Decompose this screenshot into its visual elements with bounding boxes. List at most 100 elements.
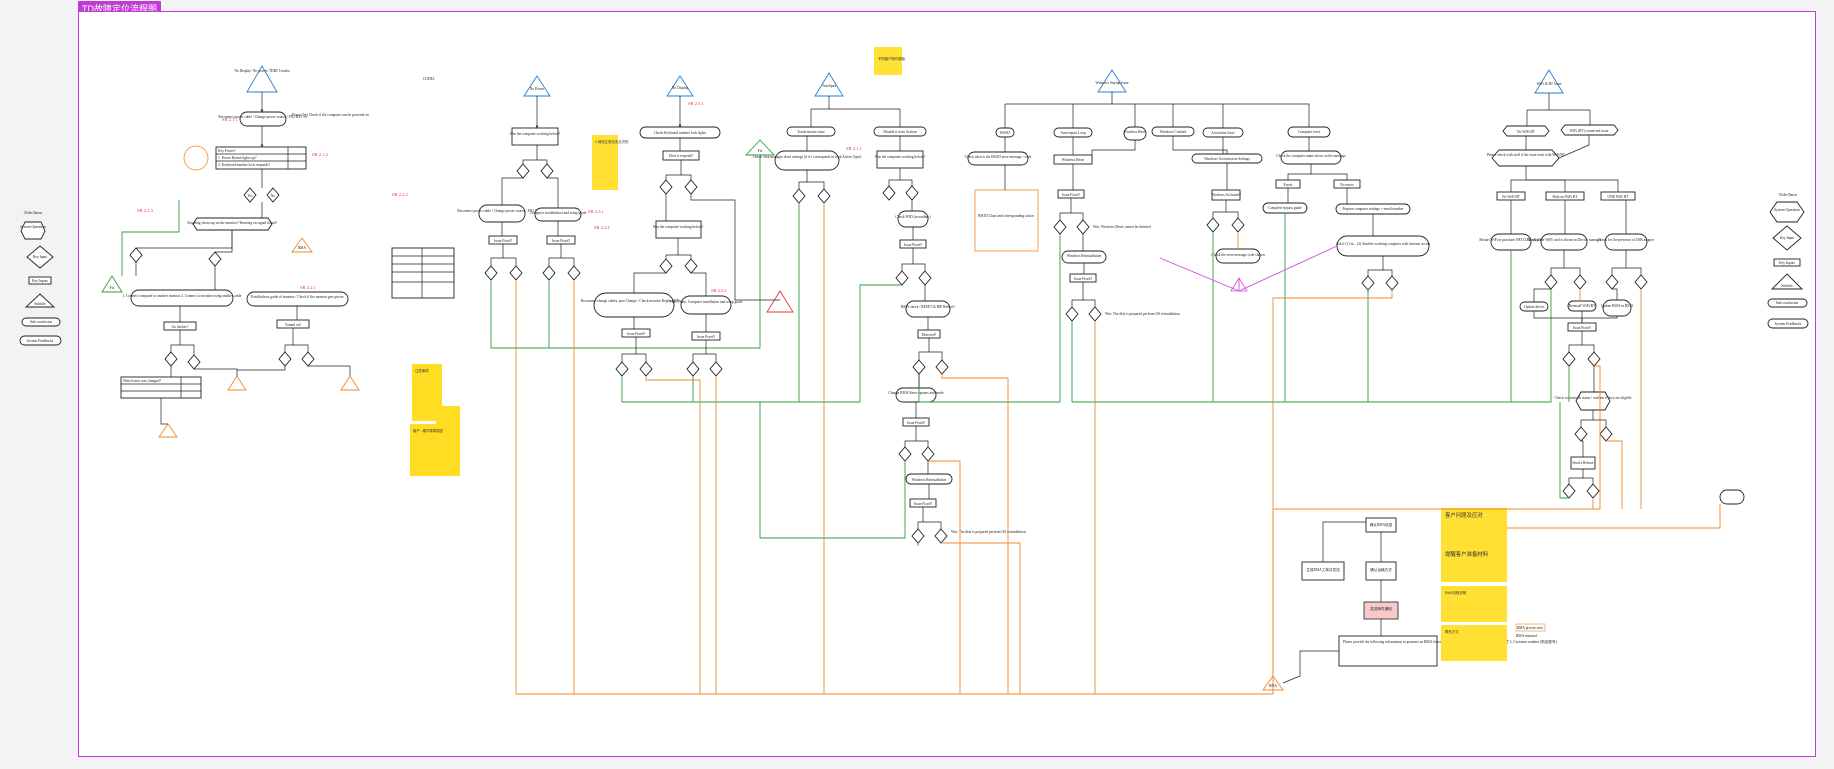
node-issue-fixed-5-text: Issue Fixed? (904, 243, 922, 247)
legend-key-inputs: Key Inputs (32, 279, 48, 283)
node-issue-fixed-8-text: Issue Fixed? (1062, 193, 1080, 197)
node-does-it-respond-text: Does it respond? (669, 154, 694, 158)
node-check-warranty (1575, 391, 1611, 411)
win-reset-note: Win: Windows Reset cannot be finished (1093, 225, 1151, 229)
legend-right-pill (1767, 318, 1809, 329)
diamond-yes-2 (129, 247, 143, 263)
node-computer-troubleshoot-text: Computer troubleshoot and setup guide (530, 211, 587, 215)
node-check-computer-text: Check the computer name shows in the mes… (1276, 154, 1346, 158)
orange-flows (515, 203, 1721, 695)
node-send-rma-text: 生成RMA工单并发送 (1306, 567, 1340, 572)
legend-right-title: Title/Intro (1779, 192, 1798, 197)
node-no-display: No Display/ No power/ TDRT Combo (234, 69, 289, 73)
node-check-driver (1604, 233, 1648, 251)
diamond-yes-25 (1574, 426, 1588, 442)
sticky-note-4 (592, 135, 618, 190)
legend-title: Title/Intro (24, 210, 43, 215)
node-rma-process-text: RMA process info (1517, 626, 1544, 630)
section-no-display-2: No Display SR 2.5.1 Check Keyboard numbe… (581, 75, 794, 377)
node-no-errors-text: No errors (1340, 183, 1354, 187)
legend-hexagon-shape (20, 221, 46, 240)
section-wifi-bt: WiFi & BT Issue No WiFi BT WiFi (BT) con… (1479, 69, 1655, 499)
node-was-working-text: Was the computer working before? (510, 132, 561, 136)
diamond-yes-6 (484, 265, 498, 281)
table-kb-backlight: 2. Keyboard number lock responds? (218, 163, 270, 167)
sticky-note-7 (1441, 546, 1507, 582)
diamond-no-1 (266, 187, 280, 203)
section-no-display: No Display/ No power/ TDRT Combo Reconne… (101, 65, 369, 438)
node-confirm-rma-text: 确认RMA信息 (1370, 522, 1393, 527)
node-bios-check (905, 300, 951, 318)
node-was-working-3 (876, 150, 924, 169)
diamond-yes-22 (1544, 274, 1558, 290)
note-sr251: SR 2.5.1 (688, 101, 705, 106)
note-sr241: SR 2.4.1 (594, 225, 611, 230)
diamond-yes-16 (898, 446, 912, 462)
node-update-bios-text: Update BIOS in BIOS (1601, 304, 1633, 308)
node-update-driver-text: Update driver (1524, 305, 1545, 309)
node-reconnect (239, 111, 287, 127)
diamond-no-18 (1076, 219, 1090, 235)
legend-subtitle: Subtitle (34, 302, 46, 306)
node-reconnect-cables-text: Reconnect/change cables, port Change / C… (581, 299, 688, 304)
node-no-wifi-bt-2-text: No WiFi BT (1502, 195, 1521, 199)
diamond-no-12 (817, 188, 831, 204)
node-was-working-2-text: Was the computer working before? (653, 225, 704, 229)
triangle-rma-2 (227, 375, 247, 391)
section-no-power: No Power Was the computer working before… (457, 75, 629, 281)
triangle-hinge (766, 290, 794, 313)
node-rma-process (1515, 623, 1546, 632)
node-mouse-issue-text: Touch-mouse issue (797, 130, 825, 134)
diamond-yes-12 (792, 188, 806, 204)
node-one-wifi-bt-text: ONE WiFi BT (1608, 195, 1630, 199)
node-issue-fixed-2-text: Issue Fixed? (552, 239, 570, 243)
node-was-working (511, 127, 559, 146)
diamond-yes-24 (1562, 351, 1576, 367)
label-rma-1: RMA (298, 246, 307, 250)
win-fail-note-2: Win: The disk is prepared perform OS rei… (1105, 312, 1180, 316)
node-no-display-2: No Display (672, 86, 689, 90)
node-reconnect-cables (593, 292, 675, 318)
node-check-warranty-text: Check warranty & status / confirm if the… (1555, 396, 1632, 400)
node-issue-fixed-1-text: Issue Fixed? (494, 239, 512, 243)
node-was-working-2 (655, 220, 702, 239)
node-no-wifi-bt (1502, 125, 1550, 137)
diamond-yes-5 (516, 163, 530, 179)
sticky-3-text: 客户 - 硬件故障描述 (413, 428, 444, 433)
note-sr231: SR 2.3.1 (588, 209, 605, 214)
legend-right-hexagon (1769, 201, 1805, 223)
diamond-yes-26 (1562, 483, 1576, 499)
node-issue-fixed-4-text: Issue Fixed? (697, 335, 715, 339)
node-windows-crashed-text: Windows Crashed (1160, 130, 1187, 134)
diamond-no-7 (567, 265, 581, 281)
label-yes-1: Yes (247, 194, 253, 198)
node-update-bios (1602, 299, 1632, 317)
diamond-no-25 (1599, 426, 1613, 442)
diamond-yes-17 (911, 528, 925, 544)
section-code-notes: CODE1 SR 2.2.2 注意事项 客户 - 硬件故障描述 (391, 77, 460, 476)
node-bios-check-text: BIOS check / RESET & BIP Reboot? (901, 305, 956, 309)
node-windows-activation-text: Windows Activation in Settings (1204, 157, 1250, 161)
black-connectors (135, 103, 1642, 684)
node-power-test: Power Test Check if the computer can be … (292, 113, 369, 117)
diamond-no-19 (1088, 306, 1102, 322)
diamond-no-2 (208, 251, 222, 267)
node-issue-fixed-3-text: Issue Fixed? (627, 332, 645, 336)
diamond-no-24 (1587, 351, 1601, 367)
legend-pill-shape (19, 335, 62, 346)
node-ask (1336, 235, 1430, 257)
diamond-no-17 (934, 528, 948, 544)
diamond-no-21 (1385, 275, 1399, 291)
legend-left: Title/Intro System Operation Key Input K… (19, 210, 62, 346)
diamond-no-14 (918, 270, 932, 286)
node-info-collect (1338, 635, 1438, 667)
note-sr261: SR 2.6.1 (711, 288, 728, 293)
diamond-yes-4 (278, 351, 292, 367)
diamond-no-23 (1634, 274, 1648, 290)
sticky-4-text: 1.网络正常但无法识别 (595, 139, 629, 144)
node-issue-fixed-6-text: Issue Fixed? (907, 421, 925, 425)
legend-right-rect (1773, 258, 1801, 267)
diamond-yes-21 (1361, 275, 1375, 291)
node-reconnect-power-text: Reconnect power cable / Change power sou… (457, 209, 547, 213)
